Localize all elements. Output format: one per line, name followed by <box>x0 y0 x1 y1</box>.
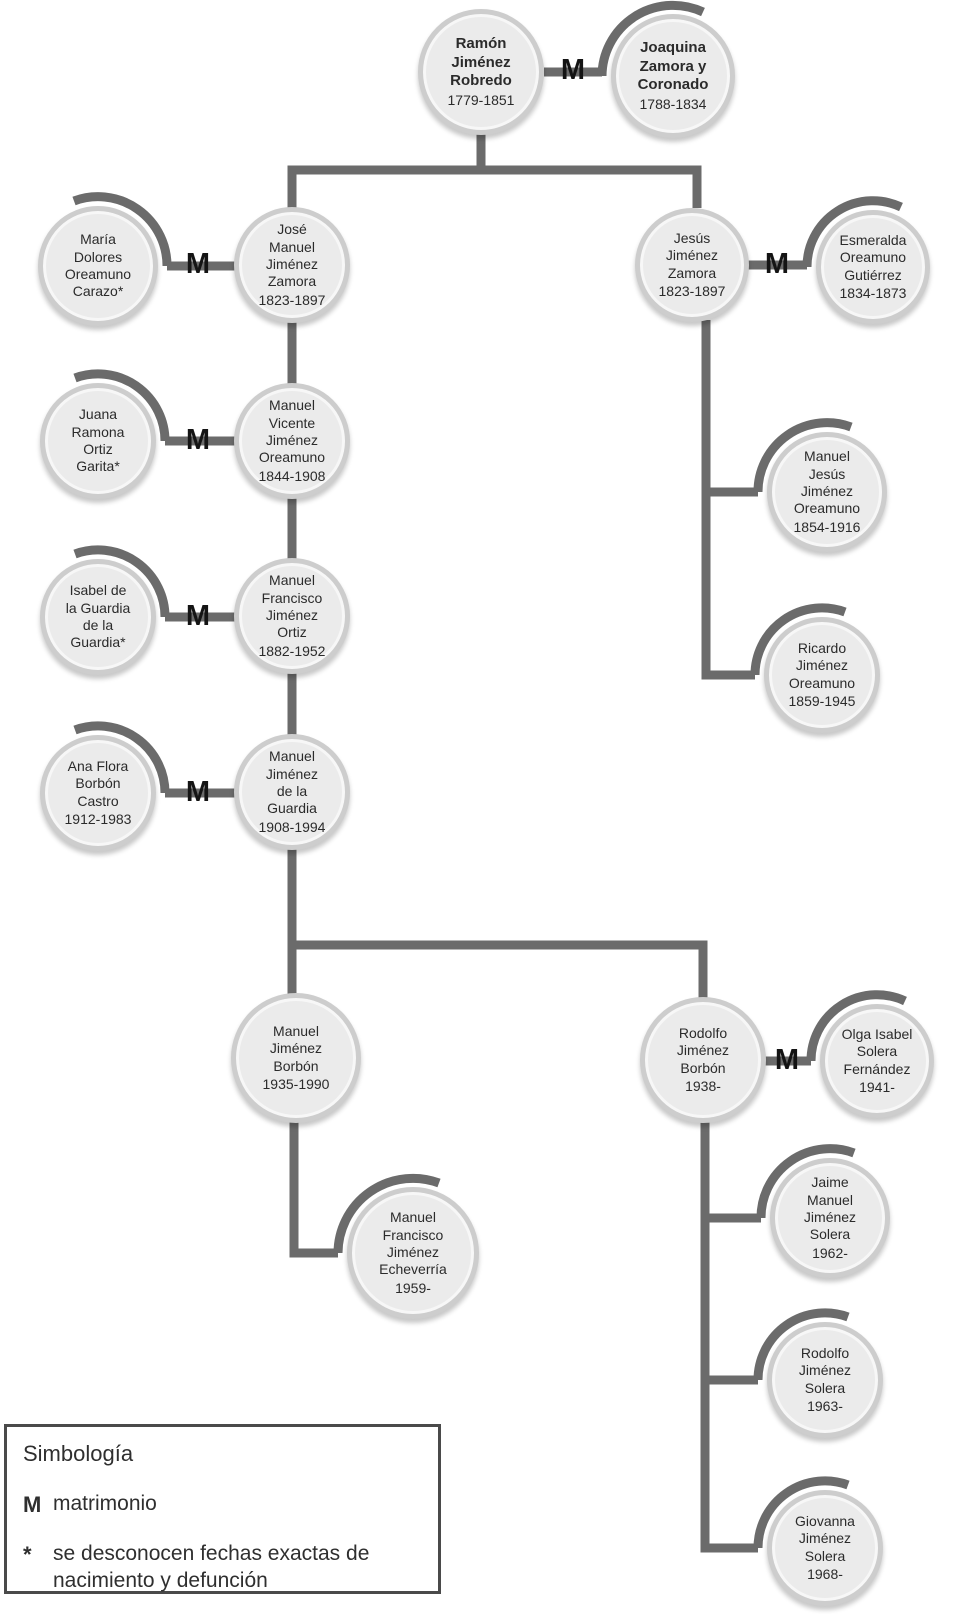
child-arc-giovanna <box>753 1476 850 1549</box>
person-name: Juana Ramona Ortiz Garita* <box>71 406 125 475</box>
person-years: 1788-1834 <box>639 95 707 112</box>
person-rodolfo-jimenez-borbon: Rodolfo Jiménez Borbón 1938- <box>640 997 766 1123</box>
marriage-symbol: M <box>185 776 211 808</box>
child-arc-manuel-jesus <box>753 418 853 493</box>
legend-symbol-m: M <box>23 1492 42 1517</box>
person-name: Giovanna Jiménez Solera <box>795 1512 855 1564</box>
person-manuel-francisco-jimenez-echeverria: Manuel Francisco Jiménez Echeverría 1959… <box>347 1187 479 1319</box>
person-jose-manuel-jimenez: José Manuel Jiménez Zamora 1823-1897 <box>234 207 350 323</box>
person-years: 1882-1952 <box>258 642 326 659</box>
person-years: 1912-1983 <box>64 810 132 827</box>
person-name: Esmeralda Oreamuno Gutiérrez <box>839 231 907 283</box>
legend-symbol-asterisk: * <box>23 1542 32 1568</box>
sibling-bar-generation2 <box>287 165 702 208</box>
branch-borbon-echeverria <box>289 1121 338 1258</box>
sibling-bar-borbon <box>292 940 708 999</box>
person-manuel-jesus-jimenez: Manuel Jesús Jiménez Oreamuno 1854-1916 <box>767 432 887 552</box>
person-manuel-francisco-jimenez-ortiz: Manuel Francisco Jiménez Ortiz 1882-1952 <box>234 558 350 674</box>
legend-title: Simbología <box>23 1441 134 1466</box>
person-ricardo-jimenez-oreamuno: Ricardo Jiménez Oreamuno 1859-1945 <box>764 617 880 733</box>
person-name: Rodolfo Jiménez Borbón <box>676 1024 730 1076</box>
legend-label-matrimonio: matrimonio <box>53 1492 157 1515</box>
person-name: Ricardo Jiménez Oreamuno <box>788 639 856 691</box>
spouse-arc-olga <box>806 990 907 1062</box>
person-name: Isabel de la Guardia de la Guardia* <box>65 582 131 651</box>
person-manuel-jimenez-borbon: Manuel Jiménez Borbón 1935-1990 <box>231 993 361 1123</box>
person-years: 1935-1990 <box>262 1075 330 1092</box>
person-esmeralda-oreamuno: Esmeralda Oreamuno Gutiérrez 1834-1873 <box>816 210 930 324</box>
person-juana-ramona-ortiz: Juana Ramona Ortiz Garita* <box>40 383 156 499</box>
person-giovanna-jimenez-solera: Giovanna Jiménez Solera 1968- <box>767 1490 883 1606</box>
branch-jesus-children <box>701 320 755 680</box>
person-name: Joaquina Zamora y Coronado <box>637 39 709 94</box>
spouse-arc-maria <box>72 192 172 267</box>
person-years: 1779-1851 <box>447 91 515 108</box>
person-isabel-de-la-guardia: Isabel de la Guardia de la Guardia* <box>40 559 156 675</box>
person-name: Jesús Jiménez Zamora <box>665 229 719 281</box>
person-manuel-jimenez-de-la-guardia: Manuel Jiménez de la Guardia 1908-1994 <box>234 734 350 850</box>
person-ramon-jimenez-robredo: Ramón Jiménez Robredo 1779-1851 <box>418 9 544 135</box>
marriage-symbol: M <box>774 1044 800 1076</box>
person-years: 1941- <box>859 1078 895 1095</box>
person-name: Rodolfo Jiménez Solera <box>798 1344 852 1396</box>
spouse-arc-joaquina <box>597 0 705 77</box>
person-name: Jaime Manuel Jiménez Solera <box>803 1174 857 1243</box>
person-ana-flora-borbon: Ana Flora Borbón Castro 1912-1983 <box>40 735 156 851</box>
person-name: Manuel Vicente Jiménez Oreamuno <box>258 397 326 466</box>
person-name: María Dolores Oreamuno Carazo* <box>64 231 132 300</box>
person-years: 1834-1873 <box>839 284 907 301</box>
child-arc-ricardo <box>750 603 847 676</box>
person-years: 1908-1994 <box>258 818 326 835</box>
person-name: Manuel Jiménez Borbón <box>269 1022 323 1074</box>
person-years: 1859-1945 <box>788 692 856 709</box>
marriage-symbol: M <box>764 248 790 280</box>
spouse-arc-juana <box>73 369 170 442</box>
person-years: 1959- <box>395 1279 431 1296</box>
person-name: Manuel Jesús Jiménez Oreamuno <box>793 448 861 517</box>
person-joaquina-zamora: Joaquina Zamora y Coronado 1788-1834 <box>611 14 735 138</box>
person-years: 1962- <box>812 1244 848 1261</box>
person-name: José Manuel Jiménez Zamora <box>265 221 319 290</box>
person-name: Ramón Jiménez Robredo <box>450 35 512 90</box>
person-years: 1968- <box>807 1565 843 1582</box>
spouse-arc-ana <box>73 721 170 794</box>
person-manuel-vicente-jimenez: Manuel Vicente Jiménez Oreamuno 1844-190… <box>234 383 350 499</box>
person-name: Manuel Jiménez de la Guardia <box>265 748 319 817</box>
child-arc-jaime <box>756 1144 856 1219</box>
person-years: 1938- <box>685 1077 721 1094</box>
person-years: 1963- <box>807 1397 843 1414</box>
person-rodolfo-jimenez-solera: Rodolfo Jiménez Solera 1963- <box>767 1322 883 1438</box>
person-name: Olga Isabel Solera Fernández <box>841 1025 913 1077</box>
person-years: 1844-1908 <box>258 467 326 484</box>
person-name: Manuel Francisco Jiménez Echeverría <box>379 1209 447 1278</box>
spouse-arc-esmeralda <box>802 196 903 268</box>
person-maria-dolores-oreamuno: María Dolores Oreamuno Carazo* <box>38 206 158 326</box>
marriage-symbol: M <box>560 54 586 86</box>
person-jaime-manuel-jimenez-solera: Jaime Manuel Jiménez Solera 1962- <box>770 1158 890 1278</box>
marriage-symbol: M <box>185 424 211 456</box>
spouse-arc-isabel <box>73 545 170 618</box>
person-years: 1854-1916 <box>793 518 861 535</box>
child-arc-rodolfo-solera <box>753 1308 850 1381</box>
person-years: 1823-1897 <box>658 282 726 299</box>
person-name: Manuel Francisco Jiménez Ortiz <box>261 572 323 641</box>
marriage-symbol: M <box>185 248 211 280</box>
person-years: 1823-1897 <box>258 291 326 308</box>
legend-box: Simbología M matrimonio * se desconocen … <box>4 1424 441 1594</box>
legend-item-marriage: M matrimonio <box>23 1491 424 1519</box>
person-name: Ana Flora Borbón Castro <box>67 757 129 809</box>
person-olga-isabel-solera: Olga Isabel Solera Fernández 1941- <box>820 1004 934 1118</box>
person-jesus-jimenez-zamora: Jesús Jiménez Zamora 1823-1897 <box>635 208 749 322</box>
legend-label-unknown-dates: se desconocen fechas exactas de nacimien… <box>53 1542 370 1593</box>
legend-item-unknown-dates: * se desconocen fechas exactas de nacimi… <box>23 1541 424 1595</box>
child-arc-echeverria <box>333 1173 441 1254</box>
marriage-symbol: M <box>185 600 211 632</box>
branch-rodolfo-children <box>700 1121 758 1553</box>
